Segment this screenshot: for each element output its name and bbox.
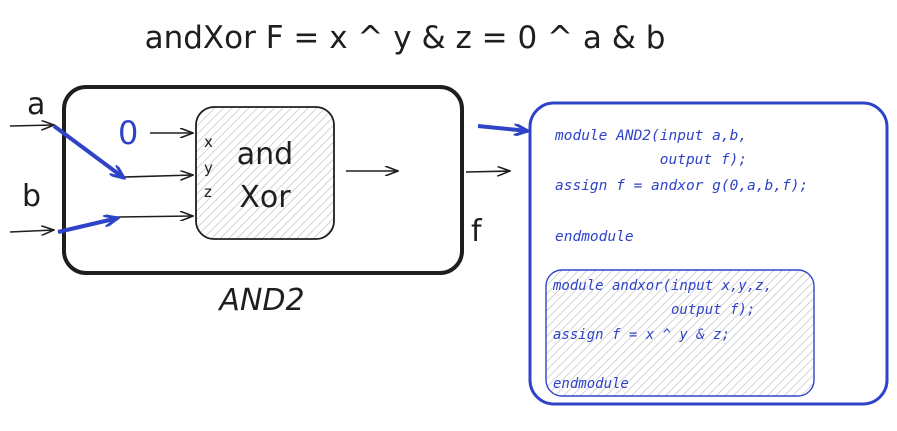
andxor-label-xor: Xor: [239, 180, 291, 215]
arrow-outer-out: [465, 171, 510, 172]
code-outer-line-5: endmodule: [555, 229, 634, 245]
code-outer-line-3: assign f = andxor g(0,a,b,f);: [555, 178, 808, 194]
port-label-z: z: [204, 183, 212, 201]
arrow-z-port: [117, 216, 193, 217]
arrow-b-in: [9, 230, 54, 232]
port-label-x: x: [204, 133, 213, 151]
code-inner-line-2: output f);: [553, 302, 755, 318]
input-label-a: a: [27, 87, 45, 122]
inner-code-panel: [545, 269, 815, 397]
andxor-block: [195, 106, 335, 240]
code-inner-line-5: endmodule: [553, 376, 629, 392]
port-label-y: y: [204, 159, 213, 177]
and2-module-box: [62, 85, 464, 275]
code-outer-line-1: module AND2(input a,b,: [554, 128, 747, 144]
arrow-a-in: [9, 125, 54, 126]
code-inner-line-1: module andxor(input x,y,z,: [552, 278, 772, 294]
input-label-zero: 0: [118, 114, 138, 152]
blue-arrow-b-to-z: [57, 218, 118, 234]
blue-arrow-a-to-y: [52, 124, 124, 178]
equation-title: andXor F = x ^ y & z = 0 ^ a & b: [145, 20, 666, 56]
input-label-b: b: [22, 179, 41, 214]
and2-module-name: AND2: [217, 283, 304, 318]
andxor-label-and: and: [237, 137, 293, 172]
code-outer-line-2: output f);: [555, 152, 747, 168]
arrow-y-port: [123, 175, 193, 177]
output-label-f: f: [471, 214, 483, 249]
blue-arrow-to-code: [477, 126, 528, 131]
code-inner-line-3: assign f = x ^ y & z;: [553, 327, 730, 343]
